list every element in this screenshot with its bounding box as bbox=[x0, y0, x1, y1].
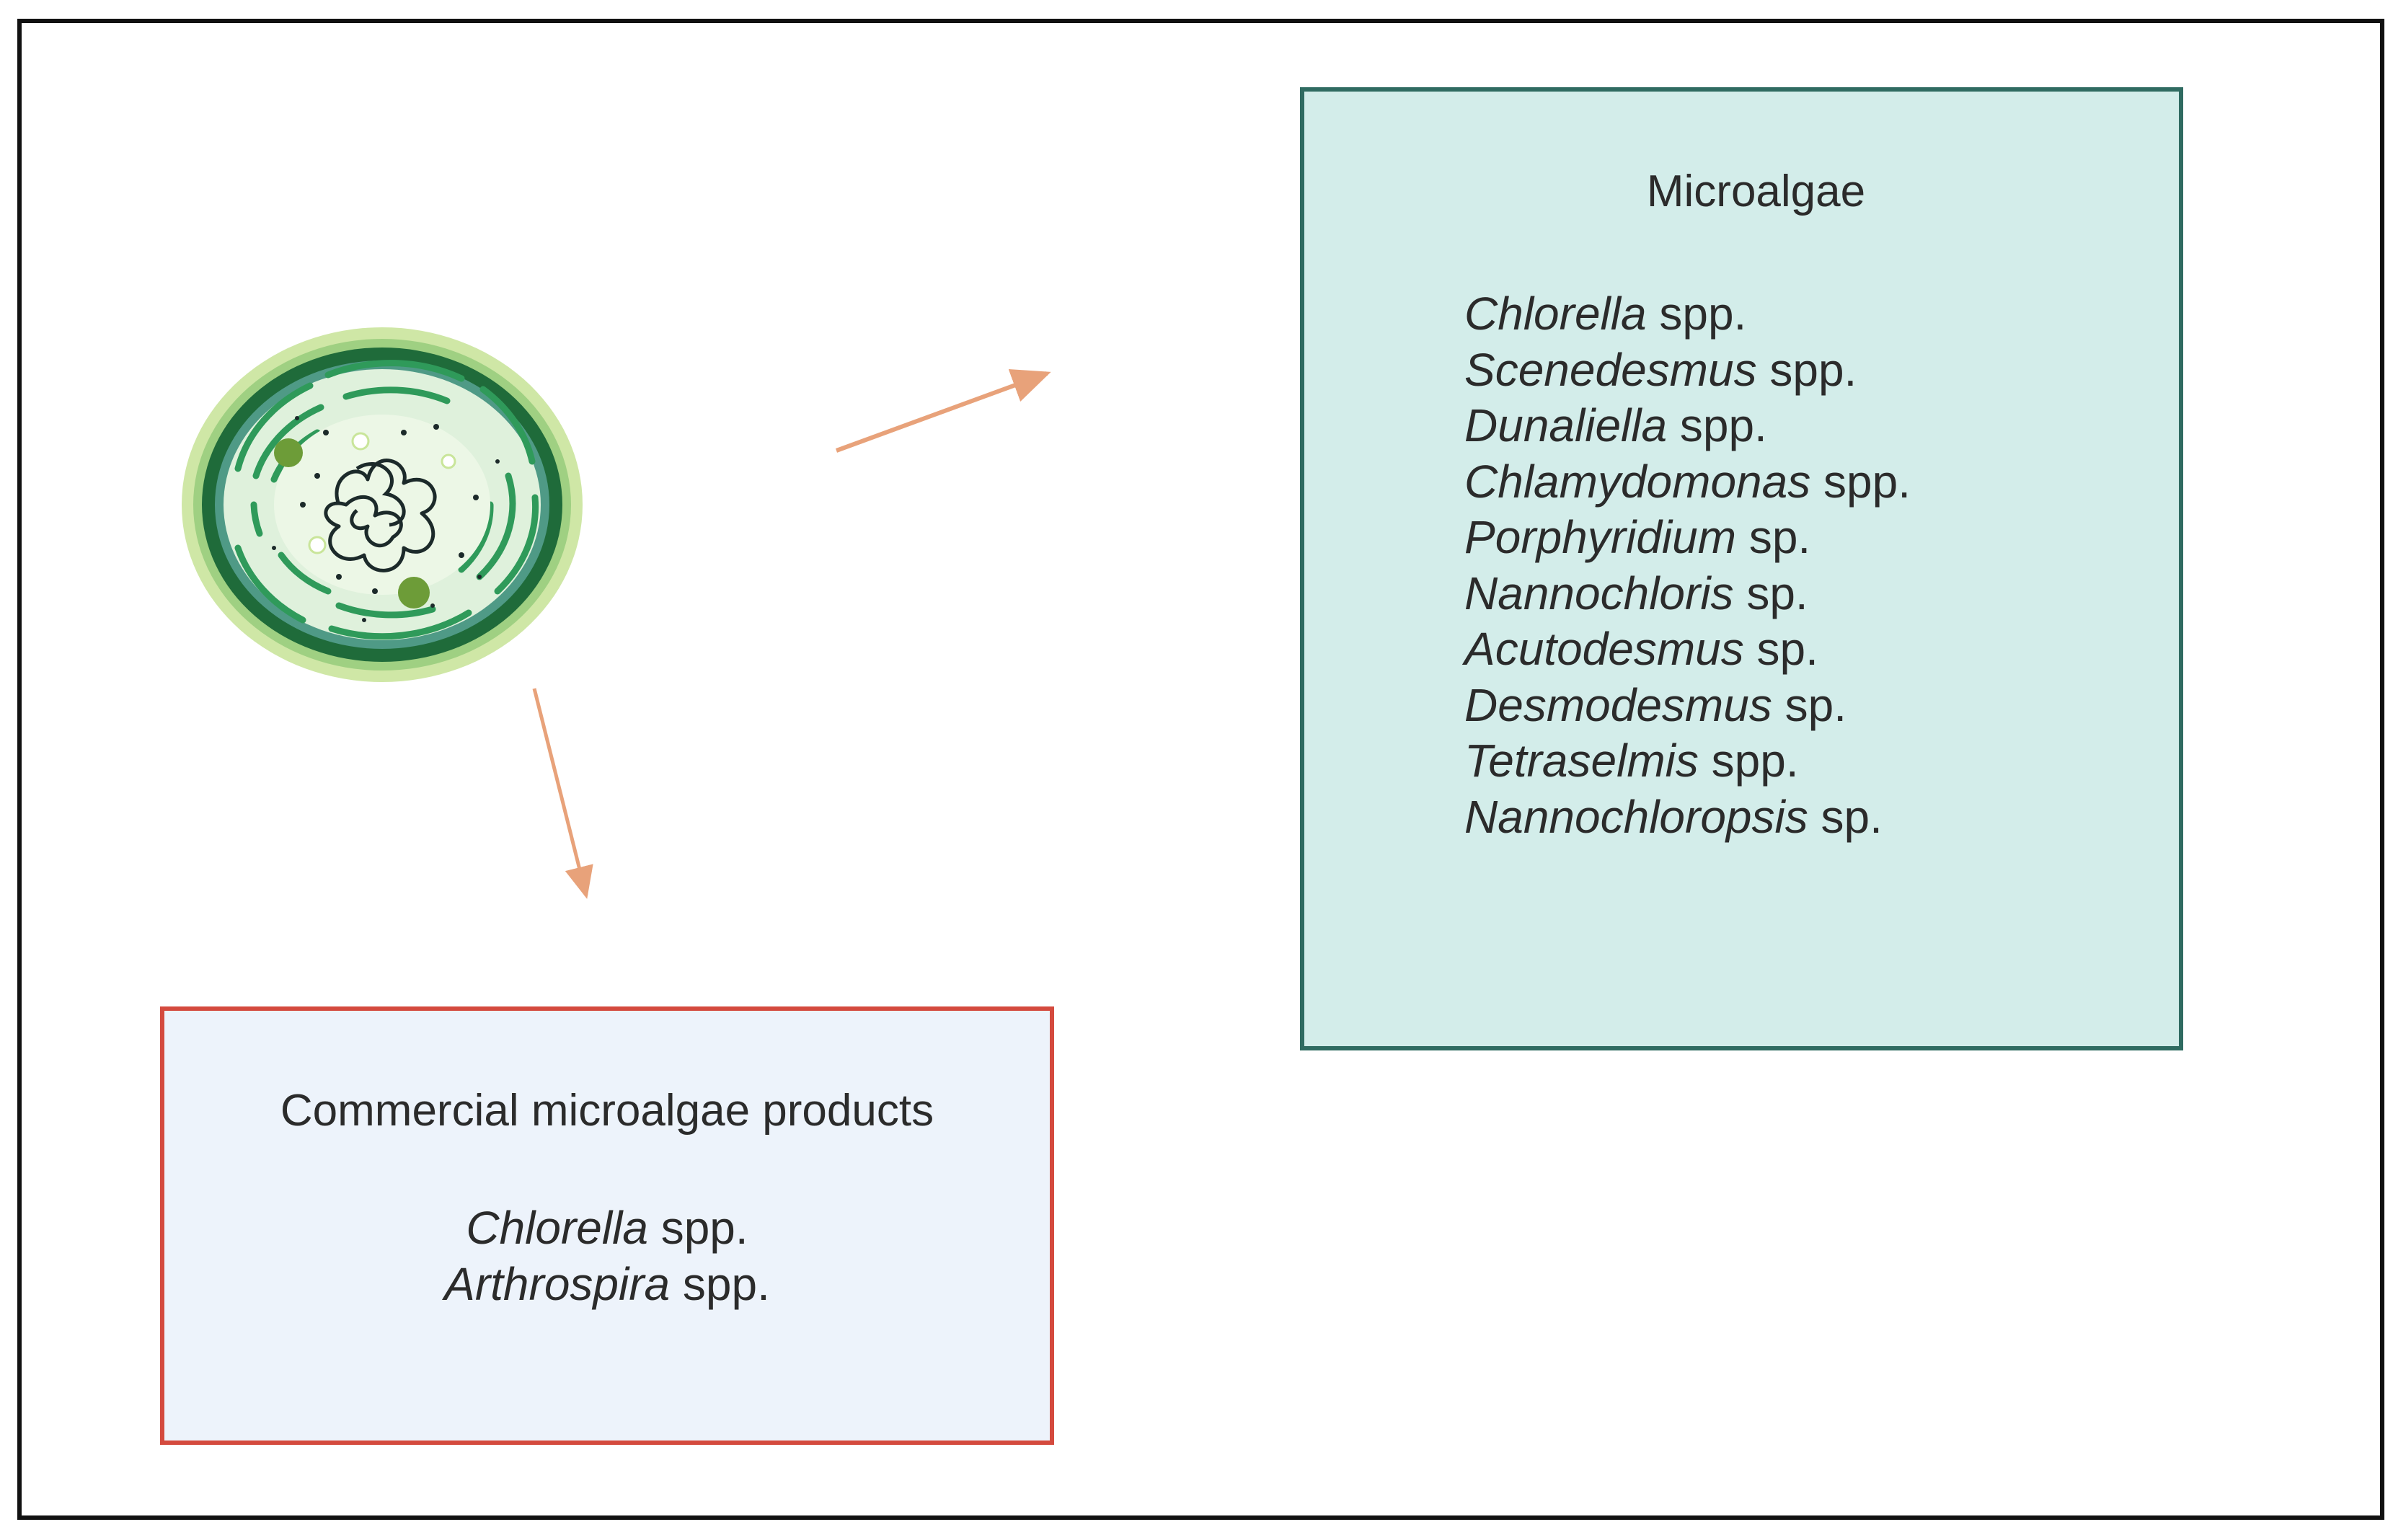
species-item: Desmodesmus sp. bbox=[1464, 678, 1846, 731]
species-item: Nannochloris sp. bbox=[1464, 567, 1808, 619]
species-item: Dunaliella spp. bbox=[1464, 399, 1767, 451]
species-item: Nannochloropsis sp. bbox=[1464, 790, 1883, 843]
figure-frame bbox=[17, 19, 2384, 1520]
arrow-to-microalgae-icon bbox=[835, 368, 1051, 453]
species-item: Acutodesmus sp. bbox=[1464, 623, 1818, 675]
species-item: Chlorella spp. bbox=[1464, 288, 1747, 340]
microalgae-cell-icon bbox=[182, 327, 583, 682]
species-item: Scenedesmus spp. bbox=[1464, 343, 1857, 396]
species-item: Tetraselmis spp. bbox=[1464, 735, 1799, 787]
species-item: Chlamydomonas spp. bbox=[1464, 455, 1911, 508]
species-item: Porphyridium sp. bbox=[1464, 511, 1811, 563]
microalgae-box-title: Microalgae bbox=[1646, 167, 1866, 216]
microalgae-box: Microalgae Chlorella spp. Scenedesmus sp… bbox=[1300, 87, 2183, 1050]
species-item: Arthrospira spp. bbox=[444, 1258, 770, 1310]
species-item: Chlorella spp. bbox=[466, 1202, 748, 1254]
commercial-box-title: Commercial microalgae products bbox=[280, 1086, 934, 1136]
commercial-products-box: Commercial microalgae products Chlorella… bbox=[160, 1006, 1054, 1445]
commercial-species-list: Chlorella spp. Arthrospira spp. bbox=[164, 1200, 1050, 1312]
microalgae-species-list: Chlorella spp. Scenedesmus spp. Dunaliel… bbox=[1464, 286, 1911, 845]
arrow-to-commercial-icon bbox=[532, 688, 593, 899]
